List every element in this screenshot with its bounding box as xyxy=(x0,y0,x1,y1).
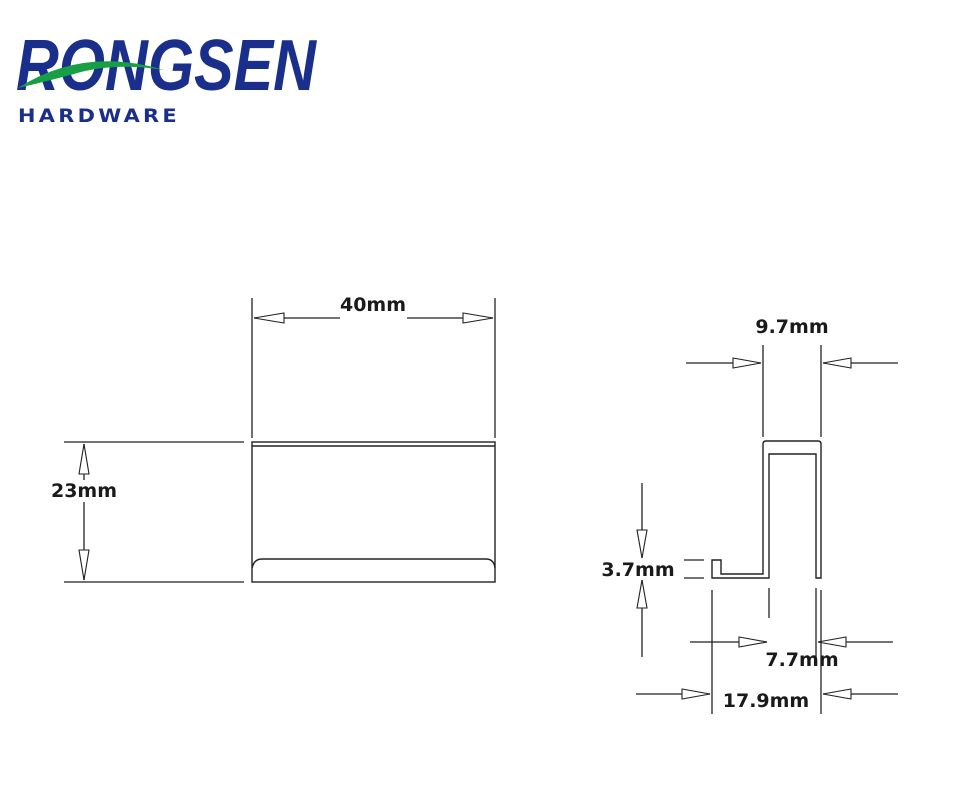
dim-label-40mm: 40mm xyxy=(340,294,406,316)
logo-swoosh xyxy=(18,61,164,88)
arrow-left xyxy=(817,636,847,648)
profile-outline xyxy=(711,440,822,579)
rongsen-logo: RONGSEN HARDWARE xyxy=(16,26,318,127)
arrow-left xyxy=(253,312,285,324)
logo-subtitle-text: HARDWARE xyxy=(18,105,180,127)
arrow-up xyxy=(636,579,648,609)
arrow-right xyxy=(681,688,711,700)
front-view-bottom-lip xyxy=(251,558,496,569)
dim-bottom-inner-profile: 7.7mm xyxy=(690,588,893,671)
arrow-left xyxy=(822,688,852,700)
profile-view xyxy=(711,440,822,579)
dim-label-9-7mm: 9.7mm xyxy=(755,316,828,338)
arrow-right xyxy=(462,312,494,324)
logo-brand-text: RONGSEN xyxy=(16,26,318,106)
front-view-outline xyxy=(251,441,496,583)
dim-top-width-profile: 9.7mm xyxy=(686,316,898,437)
dim-height-front: 23mm xyxy=(51,441,244,583)
arrow-left xyxy=(822,357,852,369)
dim-width-front: 40mm xyxy=(251,294,496,438)
dim-lip-height-profile: 3.7mm xyxy=(601,483,704,657)
arrow-up xyxy=(78,443,90,475)
arrow-right xyxy=(732,357,762,369)
dim-label-17-9mm: 17.9mm xyxy=(723,690,809,712)
dim-overall-width-profile: 17.9mm xyxy=(636,590,898,714)
dim-label-23mm: 23mm xyxy=(51,480,117,502)
dim-label-3-7mm: 3.7mm xyxy=(601,559,674,581)
arrow-down xyxy=(636,529,648,559)
dim-label-7-7mm: 7.7mm xyxy=(765,649,838,671)
arrow-right xyxy=(738,636,768,648)
front-view xyxy=(251,441,496,583)
arrow-down xyxy=(78,549,90,581)
